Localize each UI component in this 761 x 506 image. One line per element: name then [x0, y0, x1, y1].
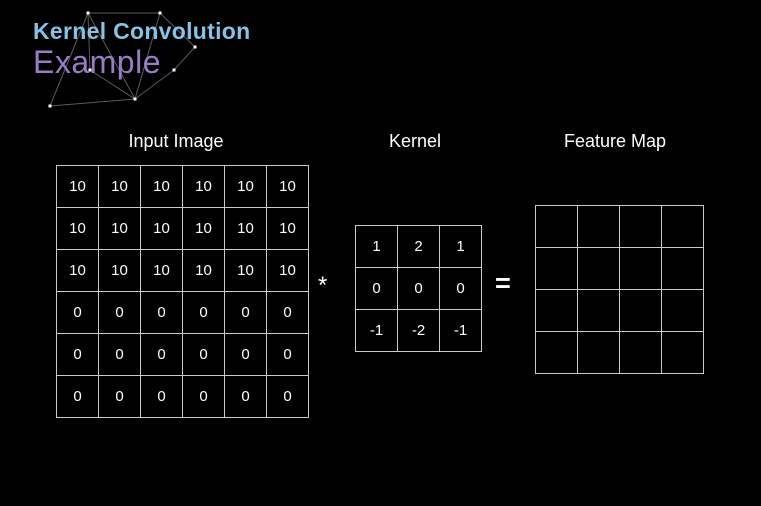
grid-cell: 0	[224, 333, 267, 376]
grid-cell: 10	[98, 249, 141, 292]
grid-cell: 10	[224, 165, 267, 208]
grid-cell: 0	[56, 333, 99, 376]
grid-cell: 0	[140, 291, 183, 334]
grid-cell: 0	[182, 333, 225, 376]
grid-cell	[535, 247, 578, 290]
grid-cell: 0	[182, 291, 225, 334]
grid-cell: 0	[266, 333, 309, 376]
grid-cell: -2	[397, 309, 440, 352]
grid-cell: 10	[56, 207, 99, 250]
grid-cell: 0	[98, 375, 141, 418]
grid-row	[535, 247, 704, 290]
grid-cell: 10	[56, 165, 99, 208]
page-subtitle: Example	[33, 44, 161, 81]
page-title: Kernel Convolution	[33, 18, 251, 44]
grid-row	[535, 205, 704, 248]
grid-cell: 0	[182, 375, 225, 418]
grid-cell	[577, 247, 620, 290]
grid-cell	[661, 331, 704, 374]
grid-cell: 1	[439, 225, 482, 268]
grid-cell: 10	[140, 165, 183, 208]
grid-cell: 0	[439, 267, 482, 310]
grid-cell	[535, 289, 578, 332]
grid-cell: 10	[140, 249, 183, 292]
grid-cell	[619, 331, 662, 374]
grid-cell: 0	[224, 291, 267, 334]
grid-cell	[619, 247, 662, 290]
grid-cell: 10	[224, 207, 267, 250]
grid-cell	[619, 205, 662, 248]
grid-cell	[619, 289, 662, 332]
grid-cell: 10	[182, 207, 225, 250]
grid-cell: 10	[98, 165, 141, 208]
grid-cell: 0	[266, 291, 309, 334]
equals-operator: =	[495, 268, 511, 298]
constellation-graphic	[48, 11, 197, 108]
grid-cell: 10	[56, 249, 99, 292]
grid-row	[535, 331, 704, 374]
grid-cell	[661, 205, 704, 248]
grid-cell: 10	[98, 207, 141, 250]
grid-cell: 0	[355, 267, 398, 310]
grid-cell: -1	[439, 309, 482, 352]
grid-cell: 10	[266, 249, 309, 292]
grid-cell	[661, 247, 704, 290]
grid-cell: 0	[140, 333, 183, 376]
grid-cell	[577, 205, 620, 248]
feature-map-grid	[535, 205, 704, 374]
convolution-operator: *	[318, 272, 328, 299]
grid-cell: 10	[224, 249, 267, 292]
grid-cell: 10	[182, 249, 225, 292]
grid-cell: 10	[266, 165, 309, 208]
grid-cell: 10	[140, 207, 183, 250]
kernel-label: Kernel	[388, 131, 442, 151]
grid-cell: 2	[397, 225, 440, 268]
grid-cell	[661, 289, 704, 332]
grid-row	[535, 289, 704, 332]
grid-cell: 10	[266, 207, 309, 250]
input-image-label: Input Image	[128, 131, 224, 151]
grid-cell	[535, 205, 578, 248]
title-block: Kernel Convolution Example	[33, 18, 251, 81]
grid-row: -1-2-1	[355, 309, 482, 352]
grid-cell: 0	[397, 267, 440, 310]
grid-cell	[535, 331, 578, 374]
grid-cell: -1	[355, 309, 398, 352]
grid-cell: 10	[182, 165, 225, 208]
grid-cell	[577, 289, 620, 332]
grid-cell: 0	[266, 375, 309, 418]
grid-cell: 0	[224, 375, 267, 418]
grid-cell: 0	[98, 291, 141, 334]
grid-cell: 0	[56, 291, 99, 334]
grid-cell: 1	[355, 225, 398, 268]
grid-cell: 0	[56, 375, 99, 418]
grid-cell: 0	[98, 333, 141, 376]
feature-map-label: Feature Map	[563, 131, 667, 151]
grid-cell: 0	[140, 375, 183, 418]
grid-cell	[577, 331, 620, 374]
